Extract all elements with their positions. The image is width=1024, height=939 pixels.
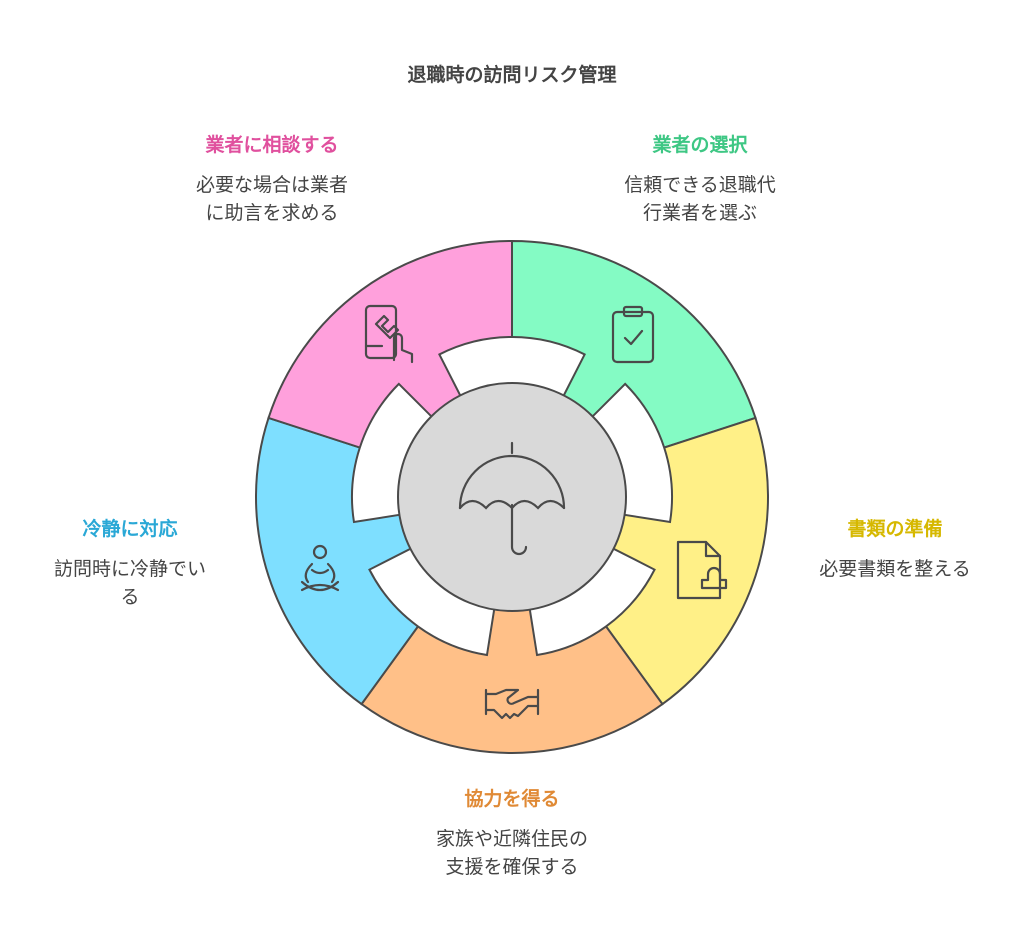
desc-line: 行業者を選ぶ — [642, 202, 757, 224]
clipboard-check-icon — [611, 305, 655, 364]
label-consult: 業者に相談する 必要な場合は業者 に助言を求める — [160, 130, 384, 227]
desc-line: 必要な場合は業者 — [195, 174, 348, 196]
desc-line: る — [120, 586, 140, 608]
heading: 協力を得る — [464, 788, 560, 810]
desc-line: 訪問時に冷静でい — [53, 558, 206, 580]
meditation-icon — [300, 544, 340, 592]
desc-line: に助言を求める — [205, 202, 339, 224]
desc-line: 必要書類を整える — [819, 558, 971, 580]
diagram-title: 退職時の訪問リスク管理 — [407, 64, 617, 86]
handshake-icon — [484, 688, 540, 720]
phone-touch-icon — [364, 304, 414, 364]
umbrella-icon — [458, 441, 566, 556]
center-circle — [397, 382, 627, 612]
desc-line: 支援を確保する — [445, 856, 579, 878]
label-coop: 協力を得る 家族や近隣住民の 支援を確保する — [400, 784, 624, 881]
desc-line: 家族や近隣住民の — [435, 828, 588, 850]
document-stamp-icon — [676, 540, 728, 600]
desc-line: 信頼できる退職代 — [624, 174, 776, 196]
heading: 書類の準備 — [847, 518, 943, 540]
segment-coop — [360, 495, 664, 754]
label-select: 業者の選択 信頼できる退職代 行業者を選ぶ — [590, 130, 810, 227]
label-calm: 冷静に対応 訪問時に冷静でい る — [18, 514, 242, 611]
heading: 業者の選択 — [652, 134, 748, 156]
heading: 冷静に対応 — [82, 518, 178, 540]
label-docs: 書類の準備 必要書類を整える — [780, 514, 1010, 583]
heading: 業者に相談する — [205, 134, 339, 156]
